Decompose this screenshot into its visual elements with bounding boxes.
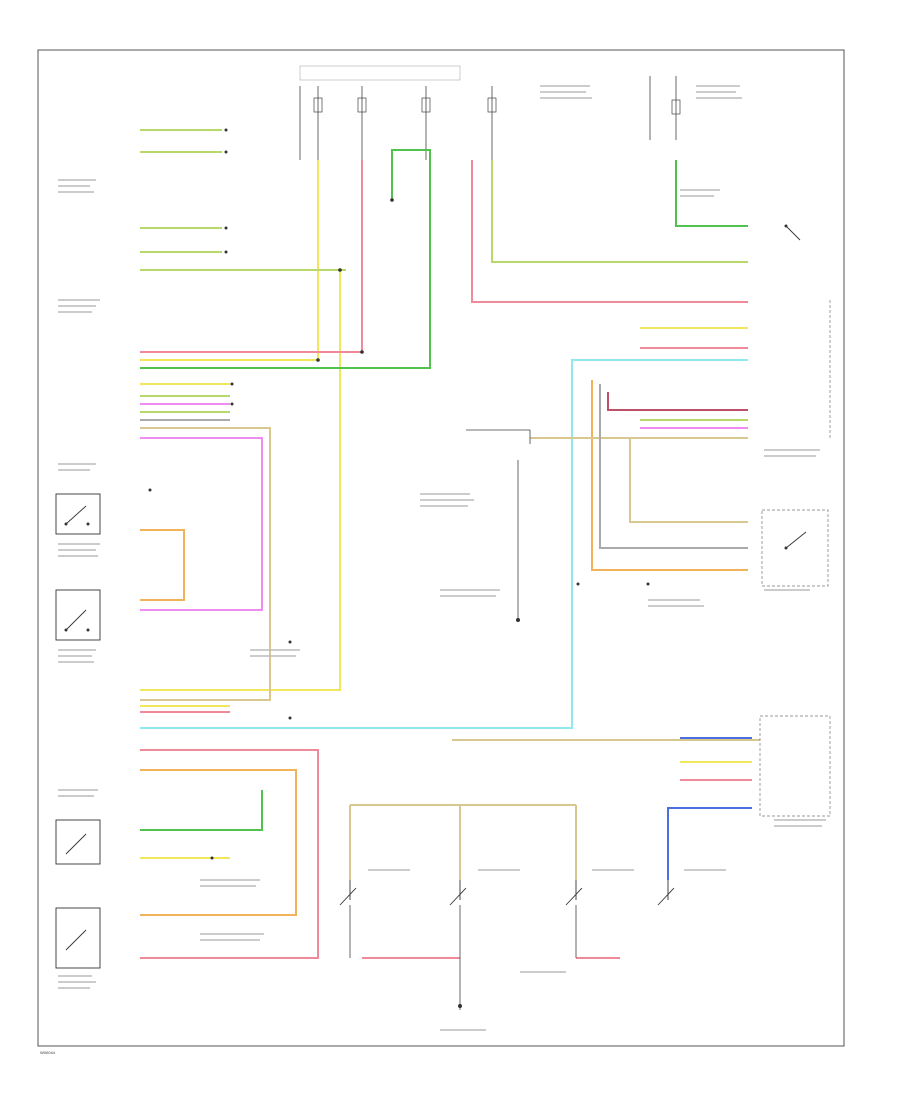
label-placeholders xyxy=(58,85,826,1031)
wire-cyan xyxy=(140,359,748,729)
left-connector-leads xyxy=(140,383,263,859)
wire-tan-bottom xyxy=(349,739,760,880)
fuse-3 xyxy=(421,97,431,113)
fuse-group-top xyxy=(299,65,681,160)
wire-lightgreen-2 xyxy=(140,129,222,153)
switch-left-middle xyxy=(55,589,101,641)
wire-lightgreen-4 xyxy=(491,160,748,263)
switch-left-lower xyxy=(55,819,101,865)
wire-yellow-lower xyxy=(140,270,341,691)
right-connector-leads xyxy=(640,327,752,781)
wire-darkred-right xyxy=(607,392,748,411)
wire-tan-right xyxy=(530,437,748,523)
switch-left-upper xyxy=(55,493,101,535)
wire-orange-right xyxy=(591,380,748,571)
figure-code: W00044 xyxy=(40,1050,56,1055)
wire-grey-right xyxy=(599,384,748,549)
switch-top-right xyxy=(784,224,801,241)
fuse-2 xyxy=(357,97,367,113)
wire-yellow-trunk xyxy=(140,160,319,361)
fuse-4 xyxy=(487,97,497,113)
wire-orange-1 xyxy=(140,529,185,601)
right-module-box-lower xyxy=(759,715,831,817)
fuse-5 xyxy=(671,99,681,115)
wire-pink-lower xyxy=(140,749,319,959)
wire-lightgreen-3 xyxy=(140,227,222,253)
wire-green-top xyxy=(675,160,748,227)
diagram-frame xyxy=(37,49,845,1047)
bottom-sensor-switches xyxy=(339,880,675,1010)
wire-tan-1 xyxy=(140,427,271,701)
wire-green-loop xyxy=(140,149,431,369)
wire-blue xyxy=(667,807,752,880)
wire-pink-right xyxy=(471,160,748,303)
wire-orange-bottom xyxy=(140,769,297,916)
splice-nodes xyxy=(148,128,650,860)
fuse-box-label-left xyxy=(299,65,461,81)
headlamp-switch xyxy=(761,509,829,587)
wire-magenta xyxy=(140,437,263,611)
switch-left-bottom xyxy=(55,907,101,969)
center-splice xyxy=(458,429,580,1008)
fuse-1 xyxy=(313,97,323,113)
wire-pink-trunk xyxy=(140,160,363,353)
